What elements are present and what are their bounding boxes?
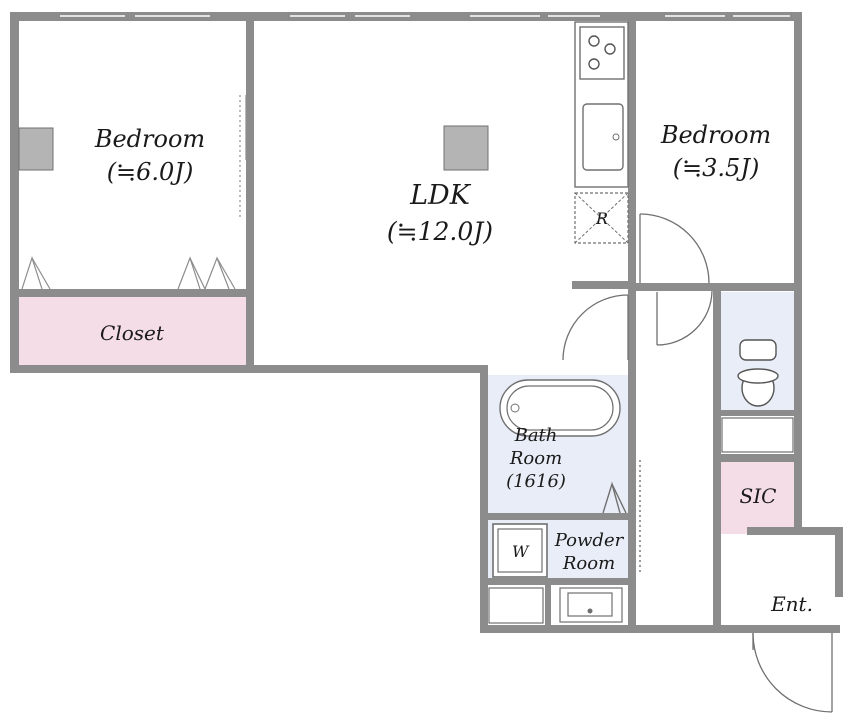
entrance-label: Ent. <box>770 592 813 616</box>
closet-fill <box>18 297 246 365</box>
bedroom-west-name: Bedroom <box>94 125 205 153</box>
refrigerator-space: R <box>574 192 629 244</box>
storage-cabinet <box>488 587 544 624</box>
door-swings <box>562 213 833 713</box>
powder-room-sink <box>559 587 623 623</box>
column-ldk <box>443 125 489 171</box>
closet-folding-doors <box>21 256 236 290</box>
bath-label-3: (1616) <box>506 471 566 492</box>
shelf <box>721 417 794 453</box>
sic-fill <box>721 462 795 534</box>
interior-walls <box>19 21 794 625</box>
washer-label: W <box>512 542 530 561</box>
bedroom-west-size: (≒6.0J) <box>107 158 194 186</box>
bathtub <box>499 379 621 437</box>
bath-label-2: Room <box>509 448 562 469</box>
kitchen-sink-icon <box>582 103 624 171</box>
powder-label-1: Powder <box>554 530 625 551</box>
bath-label-1: Bath <box>514 425 558 446</box>
closet-label: Closet <box>100 321 165 345</box>
bath-folding-door <box>602 460 641 575</box>
washer-space: W <box>492 523 548 578</box>
sic-label: SIC <box>740 484 777 508</box>
ldk-name: LDK <box>409 180 472 211</box>
west-bedroom-sliding-door <box>13 95 247 285</box>
bedroom-east-name: Bedroom <box>660 121 771 149</box>
column-west <box>18 127 54 171</box>
stove-burner-icon <box>588 35 600 47</box>
powder-label-2: Room <box>562 553 615 574</box>
stove-burner-icon <box>588 58 600 70</box>
ldk-size: (≒12.0J) <box>387 217 493 246</box>
toilet-icon <box>737 339 779 407</box>
bedroom-east-size: (≒3.5J) <box>673 154 760 182</box>
refrigerator-label: R <box>595 209 608 228</box>
kitchen-counter <box>574 21 629 188</box>
stove-burner-icon <box>604 43 616 55</box>
